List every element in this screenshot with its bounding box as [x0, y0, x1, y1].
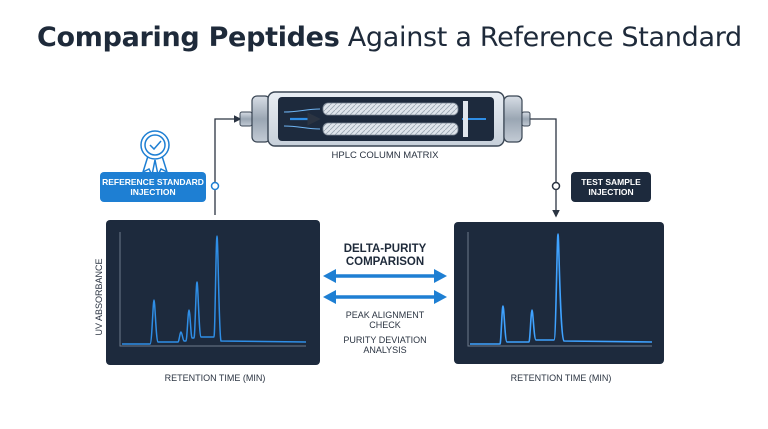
peak-alignment-label: PEAK ALIGNMENT CHECK: [345, 310, 425, 331]
test-chromatogram: [467, 232, 653, 347]
right-x-axis-label: RETENTION TIME (MIN): [510, 373, 612, 383]
title-regular: Against a Reference Standard: [339, 22, 742, 53]
inlet-connector: [214, 115, 242, 215]
reference-chromatogram-panel: [106, 220, 320, 365]
column-label: HPLC COLUMN MATRIX: [331, 150, 439, 161]
outlet-connector: [527, 118, 560, 218]
flow-connectors: [210, 115, 561, 218]
test-node: [551, 181, 561, 191]
test-chromatogram-panel: [454, 222, 664, 364]
delta-purity-title: DELTA-PURITY COMPARISON: [343, 243, 427, 269]
certified-badge-icon: [140, 130, 170, 178]
y-axis-label: UV ABSORBANCE: [94, 258, 104, 336]
reference-standard-box: REFERENCE STANDARD INJECTION: [100, 172, 206, 202]
left-x-axis-label: RETENTION TIME (MIN): [164, 373, 266, 383]
title-bold: Comparing Peptides: [37, 22, 340, 53]
comparison-arrows: [323, 269, 447, 304]
reference-chromatogram: [119, 232, 307, 347]
reference-trace: [122, 235, 307, 345]
purity-deviation-label: PURITY DEVIATION ANALYSIS: [343, 335, 427, 356]
page-title: Comparing Peptides Against a Reference S…: [37, 22, 742, 53]
test-trace: [470, 233, 653, 345]
test-sample-box: TEST SAMPLE INJECTION: [571, 172, 651, 202]
reference-node: [210, 181, 220, 191]
hplc-column-icon: [239, 91, 531, 147]
